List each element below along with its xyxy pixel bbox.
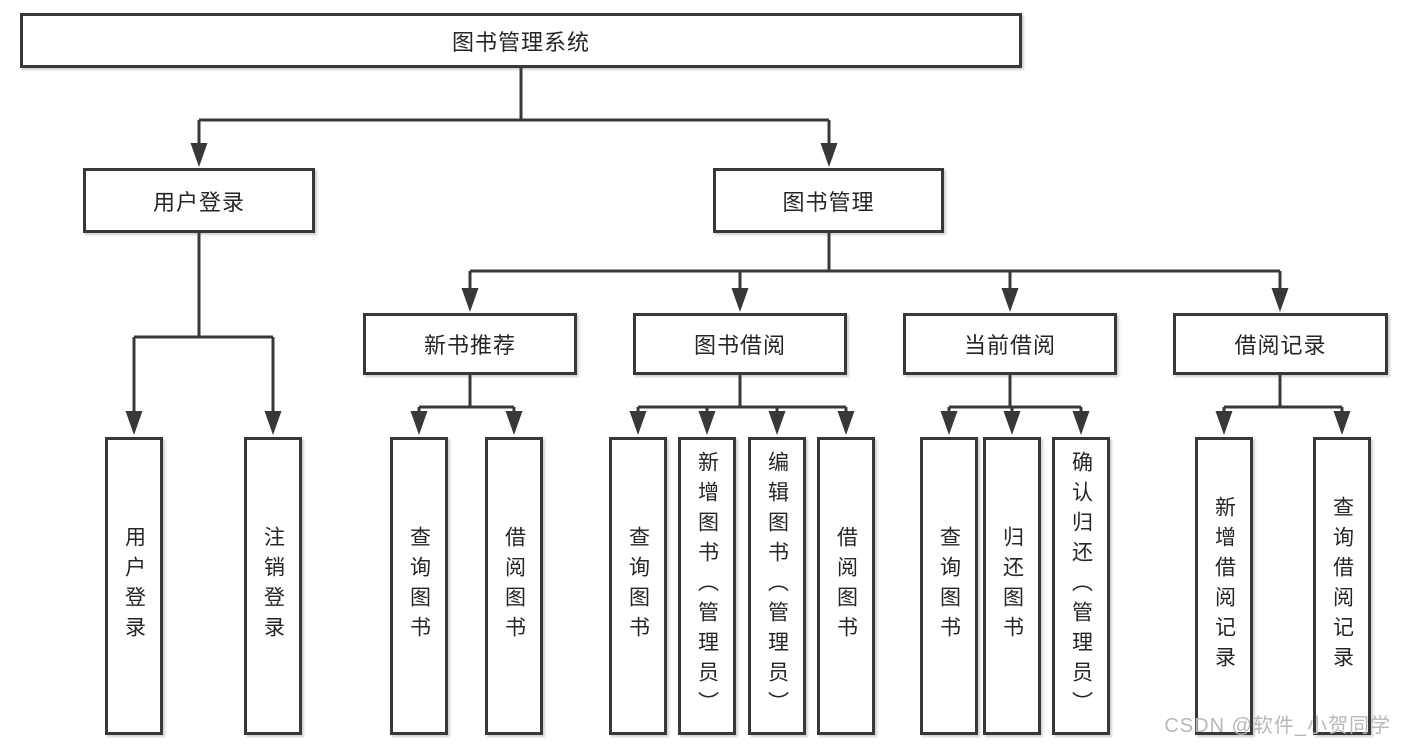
leaf-return-book: 归还图书 [983,437,1041,735]
leaf-add-borrow-record: 新增借阅记录 [1195,437,1253,735]
leaf-borrow-book: 借阅图书 [817,437,875,735]
leaf-logout: 注销登录 [244,437,302,735]
csdn-watermark: CSDN @软件_小贺同学 [1164,715,1391,737]
node-current-borrow: 当前借阅 [903,313,1117,375]
leaf-confirm-return-admin: 确认归还（管理员） [1052,437,1110,735]
leaf-user-login: 用户登录 [105,437,163,735]
leaf-recommend-borrow-book: 借阅图书 [485,437,543,735]
node-borrow-records: 借阅记录 [1173,313,1388,375]
leaf-edit-book-admin: 编辑图书（管理员） [748,437,806,735]
node-user-login: 用户登录 [83,168,315,233]
leaf-current-query-book: 查询图书 [920,437,978,735]
leaf-recommend-query-book: 查询图书 [390,437,448,735]
node-book-borrow: 图书借阅 [633,313,847,375]
node-new-book-recommend: 新书推荐 [363,313,577,375]
node-library-system: 图书管理系统 [20,13,1022,68]
leaf-query-borrow-record: 查询借阅记录 [1313,437,1371,735]
node-book-management: 图书管理 [713,168,944,233]
leaf-borrow-query-book: 查询图书 [609,437,667,735]
leaf-add-book-admin: 新增图书（管理员） [678,437,736,735]
